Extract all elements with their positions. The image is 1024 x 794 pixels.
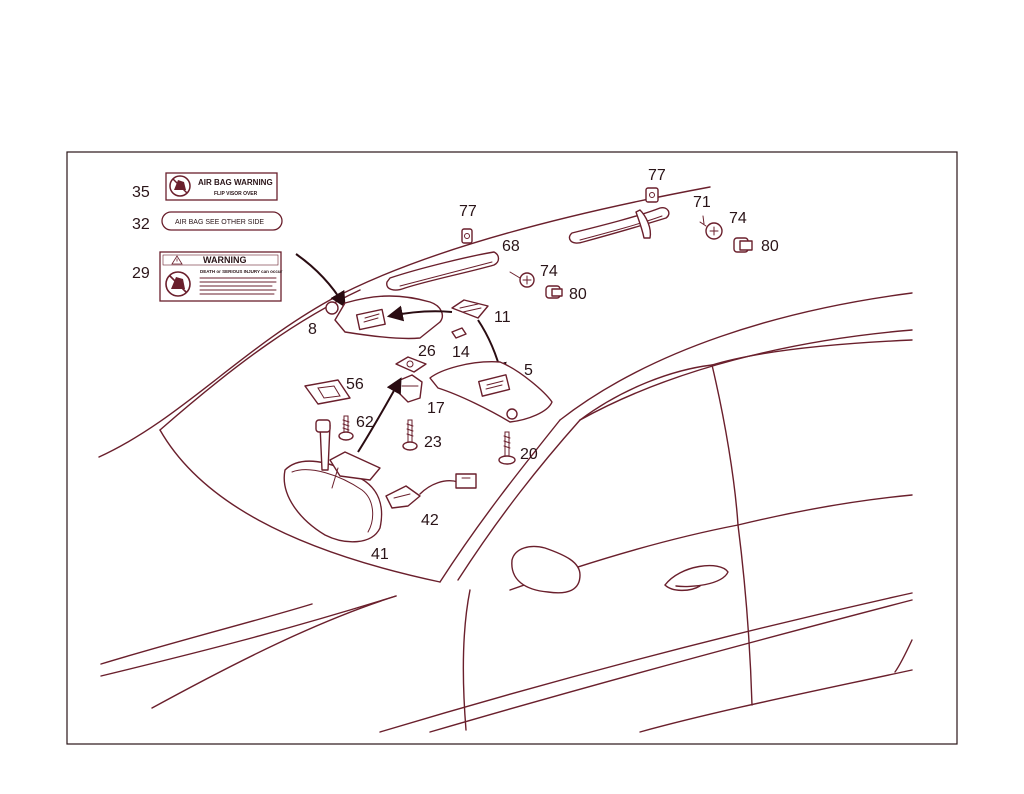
callout-71: 71: [693, 194, 711, 211]
label-35-sub: FLIP VISOR OVER: [214, 191, 258, 197]
callout-74b: 74: [729, 210, 747, 227]
screw-74-a: 74: [509, 263, 558, 288]
arrow-11-to-8: [386, 305, 453, 322]
callout-32: 32: [132, 216, 150, 233]
callout-23: 23: [424, 434, 442, 451]
bracket-26: 26: [395, 343, 436, 373]
label-29-warning: 29 WARNING DEATH or SERIOUS INJURY can o…: [132, 251, 283, 302]
callout-68: 68: [502, 238, 520, 255]
plug-80-a: 80: [545, 285, 587, 303]
sun-visor-left-8: 8: [308, 295, 443, 340]
callout-29: 29: [132, 265, 150, 282]
warning-triangle-icon: [171, 255, 183, 265]
callout-17: 17: [427, 400, 445, 417]
label-35-airbag-warning: 35 AIR BAG WARNING FLIP VISOR OVER: [132, 172, 278, 201]
callout-62: 62: [356, 414, 374, 431]
car-body-outline: [98, 186, 913, 733]
label-29-title: WARNING: [203, 255, 247, 265]
callout-77a: 77: [459, 203, 477, 220]
callout-11: 11: [494, 309, 511, 326]
callout-26: 26: [418, 343, 436, 360]
callout-8: 8: [308, 321, 317, 338]
label-to-visor-arrow: [295, 253, 346, 308]
callout-5: 5: [524, 362, 533, 379]
visor-clip-11: 11: [451, 299, 511, 326]
callout-74a: 74: [540, 263, 558, 280]
callout-14: 14: [452, 344, 470, 361]
callout-20: 20: [520, 446, 538, 463]
callout-80b: 80: [761, 238, 779, 255]
grab-handle-front: 77 68: [386, 203, 520, 291]
callout-56: 56: [346, 376, 364, 393]
label-29-line1: DEATH or SERIOUS INJURY can occur: [200, 269, 283, 274]
airbag-child-seat-icon: [169, 175, 191, 197]
airbag-child-seat-icon: [165, 271, 191, 297]
plug-80-b: 80: [733, 237, 779, 255]
sun-visor-right-5: 5: [429, 361, 553, 423]
pad-56: 56: [304, 376, 364, 405]
grab-handle-rear: 77: [568, 167, 670, 244]
wiring-harness-42: 42: [385, 473, 477, 529]
callout-80a: 80: [569, 286, 587, 303]
callout-35: 35: [132, 184, 150, 201]
diagram-frame: [66, 151, 958, 745]
screw-62: 62: [338, 414, 374, 441]
label-32-text: AIR BAG SEE OTHER SIDE: [175, 219, 264, 226]
clip-77-b: [645, 187, 659, 203]
switch-17: 17: [399, 374, 445, 417]
callout-77b: 77: [648, 167, 666, 184]
rearview-mirror-41: 41: [283, 419, 389, 563]
screw-71-74-b: 71 74: [693, 194, 747, 240]
arrow-41-to-26: [357, 377, 402, 453]
screw-20: 20: [498, 431, 538, 465]
clip-77-a: [461, 228, 473, 244]
screw-23: 23: [402, 419, 442, 451]
callout-41: 41: [371, 546, 389, 563]
label-32-airbag-see-other-side: 32 AIR BAG SEE OTHER SIDE: [132, 211, 283, 233]
callout-42: 42: [421, 512, 439, 529]
lamp-14: 14: [451, 327, 470, 361]
label-35-title: AIR BAG WARNING: [198, 178, 273, 187]
